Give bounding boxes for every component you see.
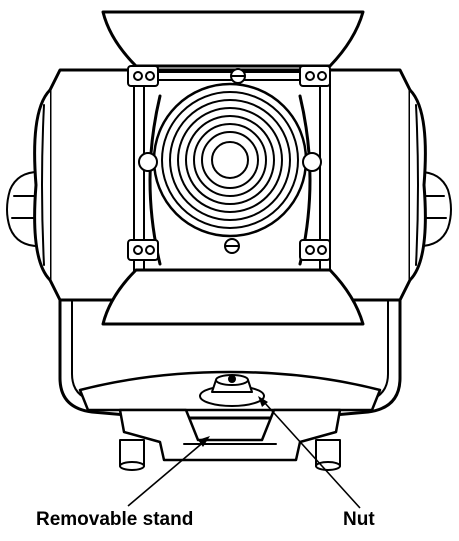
right-frame-knob [302,152,322,172]
nut-leader-line [263,401,361,509]
bottom-screw [224,238,240,254]
nut-leader-arrow [258,396,268,407]
left-frame-knob [138,152,158,172]
hinge-clip-top-right [299,65,331,87]
removable-stand-label: Removable stand [36,509,194,530]
nut [199,374,265,407]
top-screw [230,68,246,84]
top-barndoor [101,10,365,68]
hinge-clip-top-left [127,65,159,87]
yoke-bracket [58,188,402,420]
hinge-clip-bottom-left [127,239,159,261]
stand-leader-arrow [198,436,210,447]
bottom-barndoor [101,268,365,326]
fresnel-lens [152,82,308,238]
stand-leader-line [127,439,207,507]
hinge-clip-bottom-right [299,239,331,261]
nut-label: Nut [343,509,375,530]
